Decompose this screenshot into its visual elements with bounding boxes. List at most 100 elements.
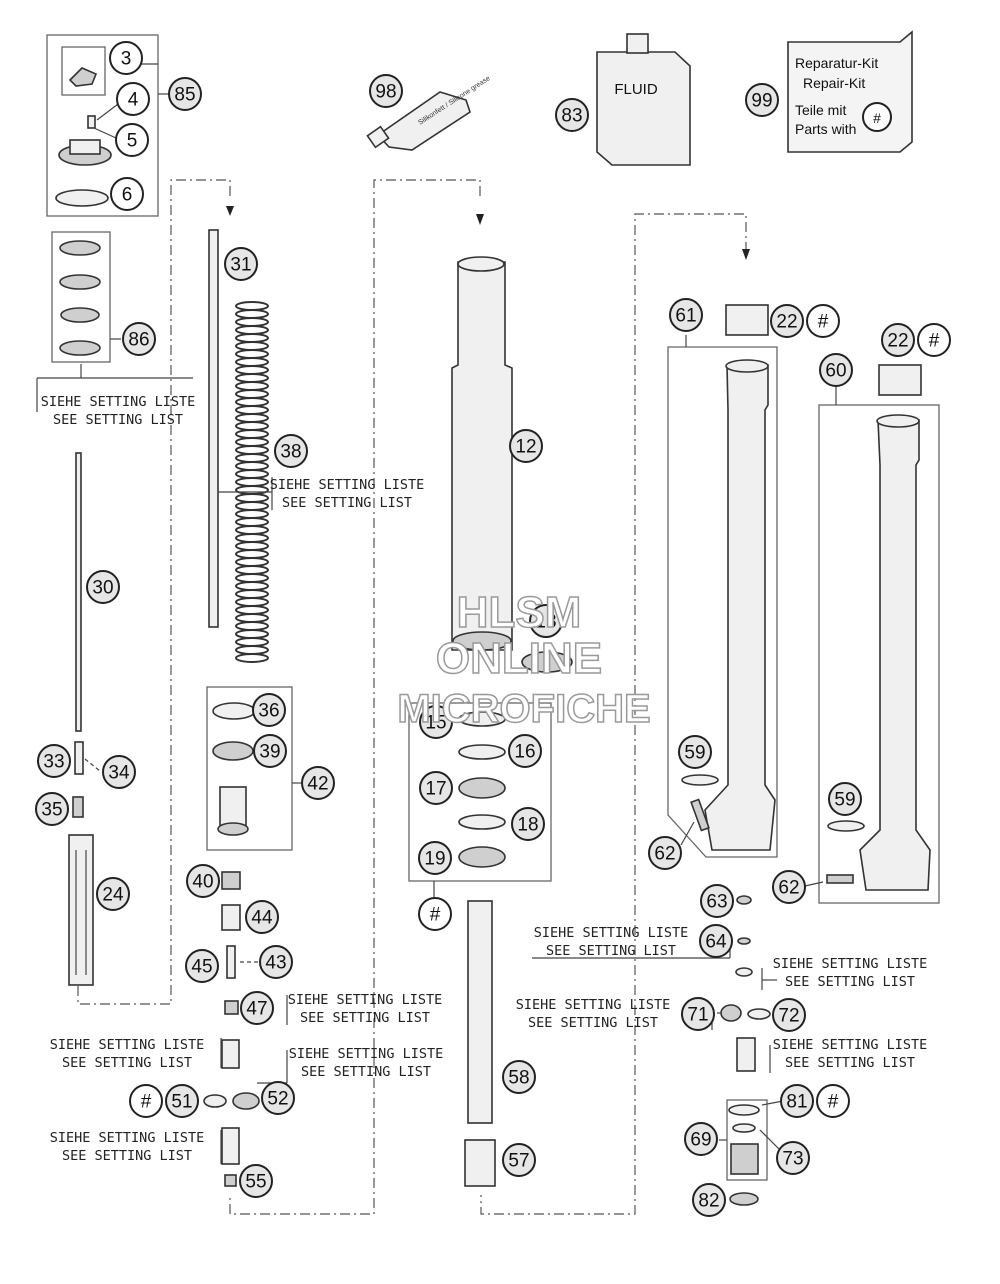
callout-98: 98 xyxy=(369,74,403,108)
callout-69: 69 xyxy=(684,1122,718,1156)
callout-label-34: 34 xyxy=(108,763,130,784)
callout-label-47: 47 xyxy=(246,999,267,1020)
assembly-line-center xyxy=(229,179,481,1215)
callout-73: 73 xyxy=(776,1141,810,1175)
kit-line3: Teile mit xyxy=(795,102,846,118)
callout-44: 44 xyxy=(245,900,279,934)
callout-label-hashBushing: # xyxy=(430,905,441,926)
part-81-oring xyxy=(728,1104,760,1116)
callout-6: 6 xyxy=(110,177,144,211)
callout-31: 31 xyxy=(224,247,258,281)
callout-19: 19 xyxy=(418,841,452,875)
watermark-line2: ONLINE xyxy=(436,634,602,683)
callout-label-45: 45 xyxy=(191,957,212,978)
callout-60: 60 xyxy=(819,353,853,387)
callout-label-12: 12 xyxy=(515,437,536,458)
callout-22a: 22 xyxy=(770,304,804,338)
callout-label-36: 36 xyxy=(258,701,279,722)
kit-85-frame xyxy=(46,34,159,217)
callout-label-31: 31 xyxy=(230,255,251,276)
part-38-spring xyxy=(235,301,269,663)
callout-hash22a: # xyxy=(806,304,840,338)
callout-label-62b: 62 xyxy=(778,878,799,899)
callout-label-52: 52 xyxy=(267,1089,288,1110)
callout-label-35: 35 xyxy=(41,800,62,821)
setting-note-4-de: SIEHE SETTING LISTE xyxy=(50,1037,204,1053)
callout-label-59b: 59 xyxy=(834,790,855,811)
callout-43: 43 xyxy=(259,945,293,979)
part-73-oring xyxy=(732,1123,756,1133)
kit-line2: Repair-Kit xyxy=(803,75,865,91)
part-45-valve xyxy=(226,945,236,979)
callout-63: 63 xyxy=(700,884,734,918)
callout-label-72: 72 xyxy=(778,1006,799,1027)
callout-label-63: 63 xyxy=(706,892,727,913)
callout-12: 12 xyxy=(509,429,543,463)
part-18-clip xyxy=(458,814,506,830)
callout-label-85: 85 xyxy=(174,85,195,106)
kit-86-frame xyxy=(51,231,111,363)
setting-list-notes: SIEHE SETTING LISTE SEE SETTING LIST SIEHE… xyxy=(41,394,927,1164)
callout-99: 99 xyxy=(745,83,779,117)
callout-label-61: 61 xyxy=(675,306,696,327)
callout-label-71: 71 xyxy=(687,1005,708,1026)
callout-label-81: 81 xyxy=(786,1092,807,1113)
callout-38: 38 xyxy=(274,434,308,468)
callout-label-64: 64 xyxy=(705,932,727,953)
callout-59a: 59 xyxy=(678,735,712,769)
callout-62b: 62 xyxy=(772,870,806,904)
setting-note-1-de: SIEHE SETTING LISTE xyxy=(41,394,195,410)
setting-note-5-de: SIEHE SETTING LISTE xyxy=(289,1046,443,1062)
setting-note-6-de: SIEHE SETTING LISTE xyxy=(50,1130,204,1146)
part-47-nut xyxy=(224,1000,239,1015)
callout-15: 15 xyxy=(419,705,453,739)
part-13-nut xyxy=(521,651,573,673)
kit-seal-frame xyxy=(408,702,552,882)
callout-label-15: 15 xyxy=(425,713,446,734)
callout-label-22a: 22 xyxy=(776,312,797,333)
part-86-washer-2 xyxy=(59,274,101,290)
part-59-oring-b xyxy=(827,820,865,832)
callout-83: 83 xyxy=(555,98,589,132)
callout-label-69: 69 xyxy=(690,1130,711,1151)
kit-symbol: # xyxy=(873,110,881,126)
watermark-line3: MICROFICHE xyxy=(397,687,650,731)
part-15-ring xyxy=(458,711,506,727)
callout-36: 36 xyxy=(252,693,286,727)
callout-label-51: 51 xyxy=(171,1092,192,1113)
callout-label-86: 86 xyxy=(128,330,149,351)
callout-16: 16 xyxy=(508,734,542,768)
callout-label-24: 24 xyxy=(102,885,124,906)
callout-label-hash81: # xyxy=(828,1092,839,1113)
callout-label-16: 16 xyxy=(514,742,535,763)
part-16-ring xyxy=(458,744,506,760)
part-59-oring-a xyxy=(681,774,719,786)
callout-label-13: 13 xyxy=(535,612,556,633)
callout-hash81: # xyxy=(816,1084,850,1118)
watermark: HLSM ONLINE MICROFICHE xyxy=(397,587,652,732)
callout-52: 52 xyxy=(261,1081,295,1115)
setting-note-6-en: SEE SETTING LIST xyxy=(62,1148,192,1164)
callout-label-18: 18 xyxy=(517,815,538,836)
part-12-ring xyxy=(452,631,512,651)
part-6-ring xyxy=(55,189,109,207)
part-72-ring xyxy=(747,1008,771,1020)
callout-label-39: 39 xyxy=(259,742,280,763)
kit-line4: Parts with xyxy=(795,121,856,137)
callout-22b: 22 xyxy=(881,323,915,357)
setting-note-5-en: SEE SETTING LIST xyxy=(301,1064,431,1080)
setting-note-1-en: SEE SETTING LIST xyxy=(53,412,183,428)
assembly-line-left xyxy=(77,179,231,1005)
callout-label-99: 99 xyxy=(751,91,772,112)
part-31-rod xyxy=(208,229,219,628)
setting-note-9-en: SEE SETTING LIST xyxy=(528,1015,658,1031)
setting-note-8-de: SIEHE SETTING LISTE xyxy=(773,956,927,972)
callout-label-73: 73 xyxy=(782,1149,803,1170)
callout-33: 33 xyxy=(37,744,71,778)
callout-51: 51 xyxy=(165,1084,199,1118)
part-62-bolt-b xyxy=(826,874,854,884)
part-19-seal xyxy=(458,846,506,868)
part-63-nut xyxy=(736,895,752,905)
callout-58: 58 xyxy=(502,1060,536,1094)
